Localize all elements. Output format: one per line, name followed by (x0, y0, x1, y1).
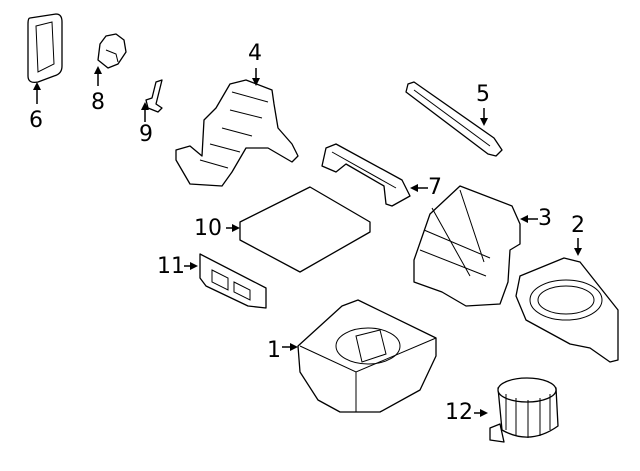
callout-6: 6 (29, 108, 43, 133)
part-7-duct-bracket[interactable] (321, 143, 411, 207)
callout-7: 7 (428, 175, 442, 200)
part-5-seal-strip[interactable] (405, 81, 503, 157)
callout-9: 9 (139, 122, 153, 147)
part-8-actuator[interactable] (97, 33, 127, 69)
part-12-blower-motor[interactable] (489, 377, 559, 443)
callout-10: 10 (194, 216, 222, 241)
callout-1: 1 (267, 338, 281, 363)
callout-11: 11 (157, 254, 185, 279)
part-11-filter-cover[interactable] (199, 253, 267, 309)
leader-arrows (33, 66, 582, 417)
callout-12: 12 (445, 400, 473, 425)
part-10-cabin-air-filter[interactable] (239, 186, 371, 273)
callout-2: 2 (571, 213, 585, 238)
part-4-air-inlet-duct[interactable] (175, 79, 299, 187)
part-1-blower-case[interactable] (297, 299, 437, 413)
callout-8: 8 (91, 90, 105, 115)
callout-3: 3 (538, 206, 552, 231)
callout-4: 4 (248, 41, 262, 66)
part-9-sensor[interactable] (145, 79, 163, 113)
callout-5: 5 (476, 82, 490, 107)
part-2-blower-housing-lower[interactable] (515, 257, 619, 363)
part-6-gasket[interactable] (27, 13, 63, 84)
part-3-heater-unit-case[interactable] (413, 185, 521, 307)
